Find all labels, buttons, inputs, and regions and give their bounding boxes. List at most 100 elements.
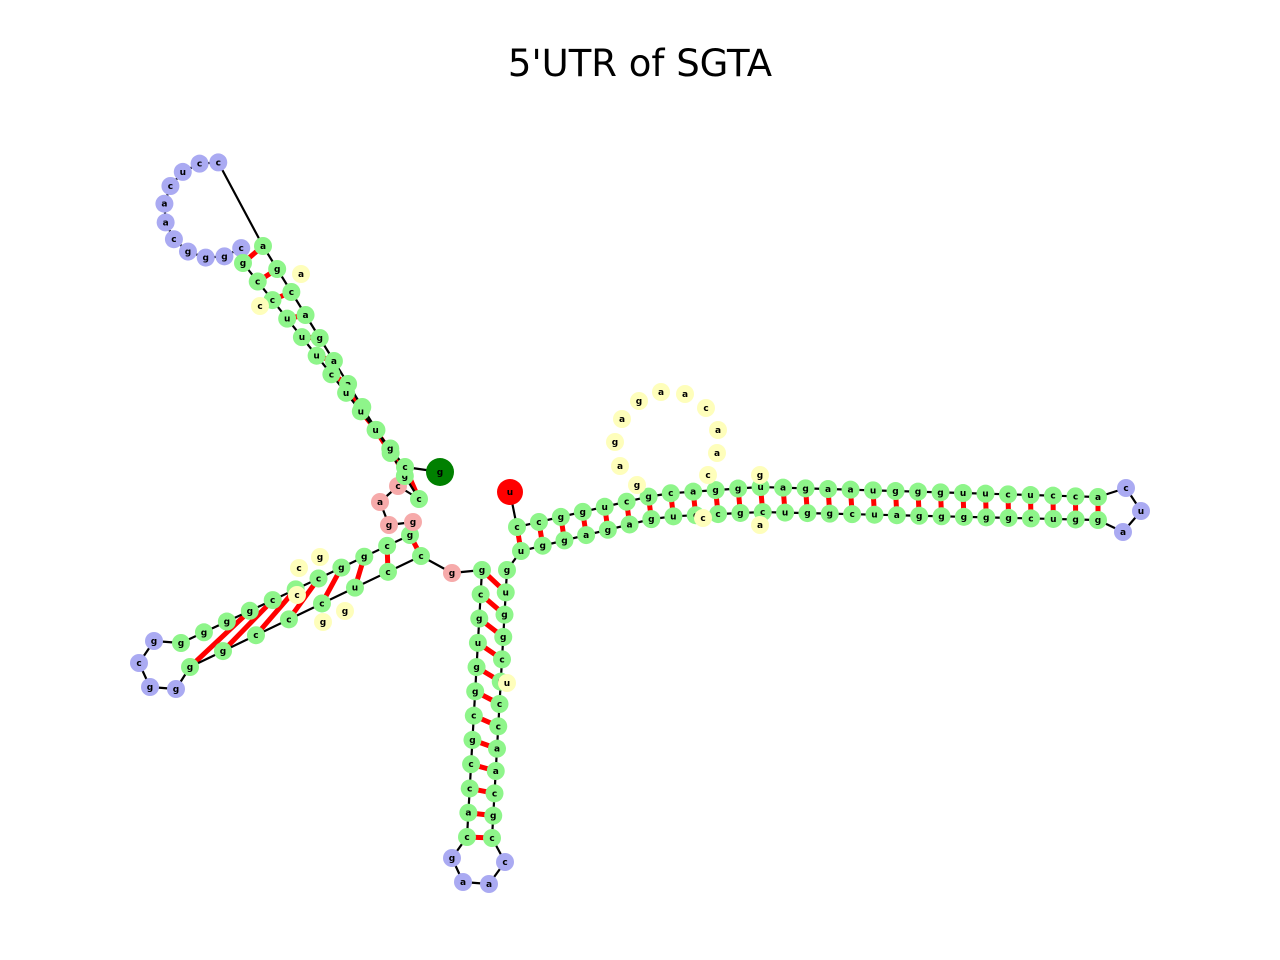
bottom-hairpin-0-circle: [496, 853, 514, 871]
upper-stem-a-3-letter: u: [284, 315, 290, 325]
upper-bulge-1-letter: c: [257, 302, 262, 312]
upper-hairpin-4-circle: [155, 194, 174, 213]
right-stem-b-7: g: [932, 507, 951, 526]
right-stem-a-1-letter: c: [536, 518, 541, 528]
left-stem-b-1-letter: g: [201, 628, 207, 638]
right-stem-a-26-letter: a: [1095, 493, 1101, 503]
bottom-stem-b-0-circle: [498, 561, 516, 579]
upper-hairpin-9-circle: [215, 247, 234, 266]
right-stem-a-17: g: [886, 482, 905, 501]
left-stem-a-0-letter: c: [418, 552, 423, 562]
right-stem-a-20-circle: [954, 484, 973, 503]
bottom-stem-b-8-letter: a: [494, 745, 500, 755]
left-stem-b-4-letter: c: [270, 596, 275, 606]
right-stem-a-8: a: [684, 482, 703, 501]
bottom-stem-a-2: c: [460, 779, 479, 798]
right-stem-b-13-circle: [798, 504, 817, 523]
right-stem-a-2-circle: [551, 507, 570, 526]
left-stem-b-3-circle: [240, 601, 259, 620]
left-stem-a-1-letter: c: [385, 568, 390, 578]
bottom-stem-b-6-circle: [490, 695, 509, 713]
bottom-stem-a-4-letter: g: [469, 736, 475, 746]
right-stem-b-20: g: [642, 510, 661, 529]
bottom-stem-a-8-circle: [468, 633, 487, 652]
upper-stem-a-5-letter: u: [313, 352, 319, 362]
right-stem-b-12: g: [820, 504, 839, 523]
upper-hairpin-6-circle: [164, 230, 183, 249]
right-hairpin-1: u: [1132, 502, 1150, 520]
left-bulge-0-circle: [290, 559, 308, 577]
bottom-stem-b-6-letter: c: [497, 700, 502, 710]
multiloop-b-1: g: [380, 516, 398, 534]
right-bulge-1: a: [611, 457, 629, 475]
left-stem-a-1-circle: [378, 562, 397, 581]
bottom-stem-a-5-circle: [464, 706, 483, 725]
right-stem-b-4: g: [999, 508, 1018, 527]
right-stem-b-19: u: [664, 507, 683, 526]
bottom-hairpin-3-circle: [443, 849, 461, 867]
upper-stem-a-6: c: [322, 365, 341, 384]
right-stem-a-1-circle: [529, 512, 548, 531]
upper-hairpin-1-letter: c: [197, 160, 202, 170]
upper-bulge-1-circle: [251, 297, 269, 315]
right-hairpin-1-circle: [1132, 502, 1150, 520]
upper-hairpin-9: g: [215, 247, 234, 266]
bottom-stem-b-0-letter: g: [504, 566, 510, 576]
right-stem-a-21: u: [976, 484, 995, 503]
bottom-stem-a-0-letter: c: [464, 833, 469, 843]
left-bulge-4: c: [288, 586, 306, 604]
left-bulge-3-circle: [314, 613, 332, 631]
right-stem-a-25-letter: c: [1073, 492, 1078, 502]
upper-stem-a-5: u: [307, 346, 326, 365]
upper-hairpin-9-letter: g: [221, 252, 227, 262]
upper-hairpin-1-circle: [190, 154, 209, 173]
upper-hairpin-2-letter: u: [180, 168, 186, 178]
right-stem-a-22-circle: [999, 485, 1018, 504]
right-stem-a-17-circle: [886, 482, 905, 501]
three-prime-end-letter: g: [437, 468, 443, 478]
left-stem-b-8-circle: [355, 547, 374, 566]
upper-hairpin-5-circle: [156, 213, 175, 232]
right-stem-a-18: g: [909, 482, 928, 501]
left-stem-b-0-letter: g: [178, 639, 184, 649]
upper-stem-a-11-circle: [396, 458, 414, 476]
left-stem-b-3: g: [240, 601, 259, 620]
right-stem-a-17-letter: g: [892, 487, 898, 497]
bottom-stem-b-2-circle: [495, 605, 514, 624]
bottom-stem-b-8: a: [488, 739, 506, 758]
right-stem-b-15-letter: c: [760, 508, 765, 518]
right-stem-b-14-letter: u: [782, 509, 788, 519]
multiloop-b-1-circle: [380, 516, 398, 534]
left-stem-b-7-circle: [332, 558, 351, 577]
right-bulge-10-letter: c: [705, 471, 710, 481]
multiloop-b-0-circle: [404, 513, 422, 531]
left-stem-a-7: g: [181, 658, 199, 676]
bottom-stem-a-8-letter: u: [475, 639, 481, 649]
right-stem-a-18-circle: [909, 482, 928, 501]
upper-bulge-0: a: [292, 265, 310, 283]
multiloop-a-0-circle: [443, 564, 461, 582]
right-stem-b-12-circle: [820, 504, 839, 523]
bottom-stem-b-0: g: [498, 561, 516, 579]
left-stem-a-3-circle: [312, 594, 331, 613]
bottom-stem-a-3-letter: c: [468, 760, 473, 770]
right-stem-b-3-letter: c: [1028, 514, 1033, 524]
right-bulge-14-circle: [498, 674, 516, 692]
right-bulge-6: a: [676, 385, 694, 403]
right-stem-a-5: c: [617, 492, 636, 511]
right-stem-b-6-letter: g: [961, 513, 967, 523]
right-stem-b-21-circle: [620, 515, 639, 534]
bottom-stem-b-9-circle: [486, 762, 505, 780]
left-hairpin-0-letter: g: [173, 685, 179, 695]
upper-hairpin-0-letter: c: [216, 158, 221, 168]
bottom-stem-a-9: g: [470, 609, 489, 628]
left-stem-b-1: g: [194, 623, 213, 642]
upper-stem-a-7: u: [337, 383, 356, 402]
right-bulge-5: a: [652, 383, 670, 401]
right-stem-a-5-letter: c: [624, 498, 629, 508]
bottom-hairpin-1: a: [480, 875, 498, 893]
right-stem-a-24-circle: [1044, 486, 1063, 505]
upper-stem-b-6-letter: a: [331, 357, 337, 367]
bottom-stem-b-9-letter: a: [493, 767, 499, 777]
left-stem-a-2-letter: u: [352, 584, 358, 594]
